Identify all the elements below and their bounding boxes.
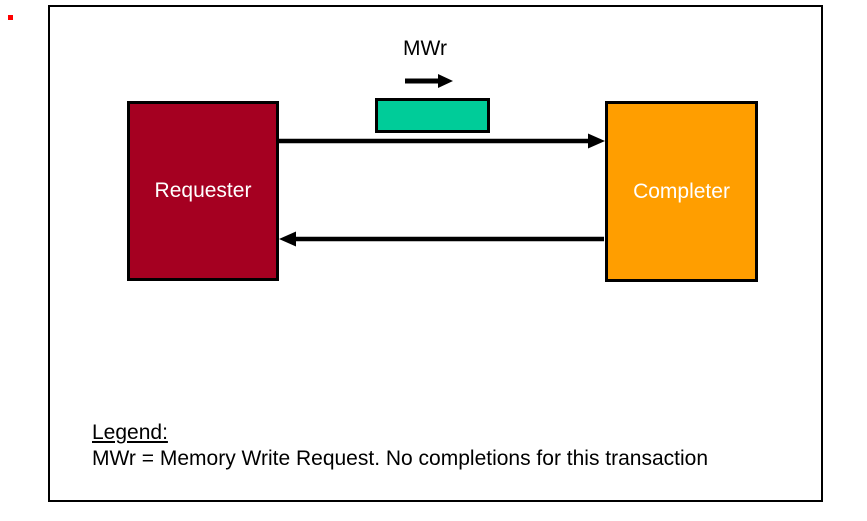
packet-type-label: MWr <box>403 37 447 60</box>
red-marker-dot <box>8 15 13 20</box>
requester-node: Requester <box>127 101 279 281</box>
requester-label: Requester <box>154 179 252 202</box>
completer-label: Completer <box>633 179 730 203</box>
legend-heading: Legend: <box>92 421 168 444</box>
legend-text: MWr = Memory Write Request. No completio… <box>92 447 709 470</box>
diagram-frame <box>48 5 823 502</box>
completer-node: Completer <box>605 101 758 282</box>
packet-glyph <box>375 98 490 133</box>
legend-block: Legend: MWr = Memory Write Request. No c… <box>92 420 708 472</box>
